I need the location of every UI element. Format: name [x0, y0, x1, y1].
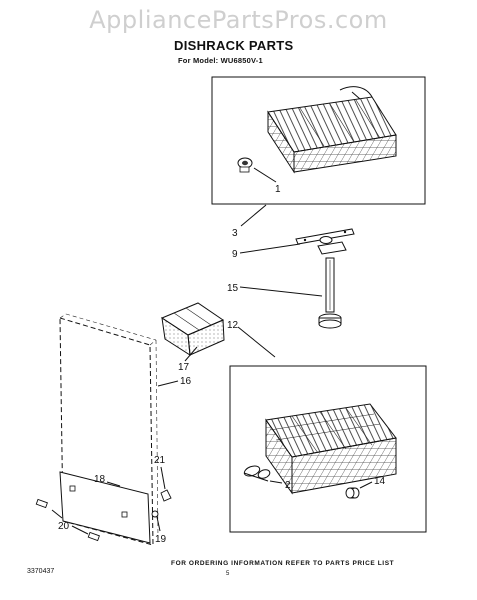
clip-part	[160, 489, 172, 502]
callout-3: 3	[232, 228, 238, 239]
ordering-note: FOR ORDERING INFORMATION REFER TO PARTS …	[171, 560, 395, 567]
lower-rack-wheel-part	[345, 487, 360, 499]
leader-line-3	[240, 204, 267, 227]
callout-9: 9	[232, 249, 238, 260]
door-trim-strip-part	[59, 471, 151, 544]
diagram-code: 3370437	[27, 568, 55, 575]
callout-16: 16	[180, 376, 192, 387]
callout-18: 18	[94, 474, 106, 485]
model-subtitle: For Model: WU6850V-1	[178, 56, 263, 65]
leader-line-14	[359, 481, 373, 489]
lower-rack-roller-part	[243, 465, 271, 482]
lower-rack-basket	[265, 403, 397, 495]
leader-line-20b	[71, 525, 89, 535]
upper-rack-frame-box	[211, 76, 426, 205]
watermark: AppliancePartsPros.com	[89, 6, 388, 34]
callout-2: 2	[285, 480, 291, 491]
leader-line-19	[156, 516, 161, 532]
lower-rack-frame-box	[229, 365, 427, 533]
upper-rack-assembly: 1	[211, 76, 426, 205]
leader-line-15	[239, 286, 323, 297]
leader-line-12	[237, 326, 276, 358]
callout-21: 21	[154, 455, 166, 466]
callout-14: 14	[374, 476, 386, 487]
bumper-part	[151, 510, 159, 518]
leader-line-9	[239, 243, 301, 254]
rack-roller-part	[237, 157, 253, 173]
spray-tube-part	[318, 257, 342, 329]
spray-arm-part	[295, 228, 355, 255]
callout-12: 12	[227, 320, 239, 331]
callout-15: 15	[227, 283, 239, 294]
page-number: 5	[226, 571, 230, 577]
leader-line-18	[106, 481, 121, 487]
leader-line-21	[160, 466, 166, 490]
callout-1: 1	[275, 184, 281, 195]
leader-line-16	[157, 380, 179, 387]
callout-20: 20	[58, 521, 70, 532]
leader-line-1	[253, 167, 277, 183]
callout-19: 19	[155, 534, 167, 545]
upper-rack-basket	[267, 86, 397, 174]
silverware-basket-part	[160, 302, 225, 356]
lower-rack-assembly: 2 14	[229, 365, 427, 533]
callout-17: 17	[178, 362, 190, 373]
page-title: DISHRACK PARTS	[174, 38, 294, 53]
leader-line-20a	[51, 509, 63, 519]
leader-line-17	[184, 346, 198, 362]
screw-part	[35, 498, 100, 542]
leader-line-2	[269, 480, 283, 484]
